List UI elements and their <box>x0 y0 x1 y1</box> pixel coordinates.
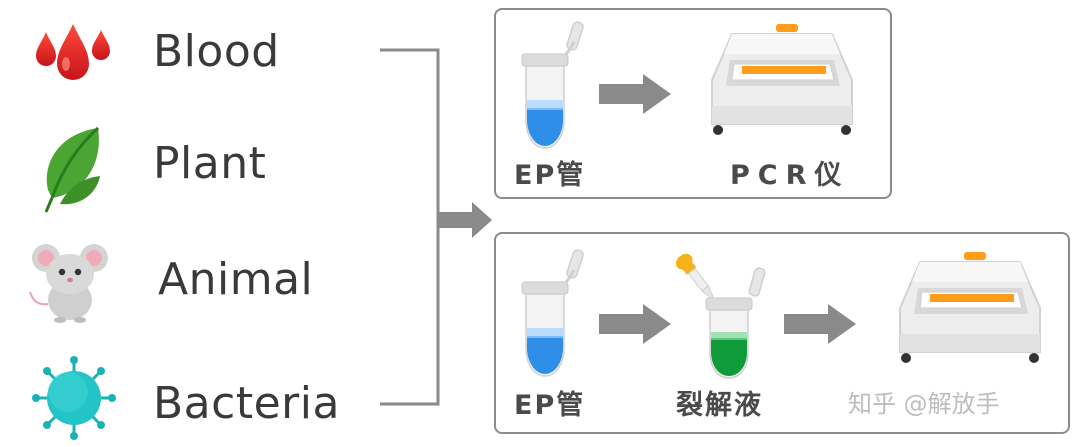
source-label-bacteria: Bacteria <box>153 378 340 429</box>
ep-tube-green-with-dropper-icon <box>676 253 766 379</box>
bottom-step-label-lysis-buffer: 裂解液 <box>676 390 763 421</box>
source-label-blood: Blood <box>153 26 280 77</box>
source-label-plant: Plant <box>153 138 267 189</box>
bottom-step-label-ep-tube: EP管 <box>514 390 586 421</box>
flow-arrow-icon <box>599 304 671 344</box>
bracket-connector <box>380 48 492 406</box>
ep-tube-blue-icon <box>521 21 584 149</box>
top-step-label-pcr: PCR仪 <box>730 160 850 191</box>
flow-arrow-icon <box>599 74 671 114</box>
source-label-animal: Animal <box>158 254 314 305</box>
leaf-icon <box>44 126 100 213</box>
flow-arrow-icon <box>784 304 856 344</box>
bacterium-icon <box>32 356 116 440</box>
merge-arrow-icon <box>438 202 492 238</box>
pcr-machine-icon <box>711 24 853 135</box>
ep-tube-blue-icon <box>521 249 584 377</box>
pcr-machine-icon <box>899 252 1041 363</box>
top-step-label-ep-tube: EP管 <box>514 160 586 191</box>
watermark: 知乎 @解放手 <box>848 390 1000 418</box>
mouse-icon <box>29 244 108 323</box>
blood-drops-icon <box>36 24 110 80</box>
